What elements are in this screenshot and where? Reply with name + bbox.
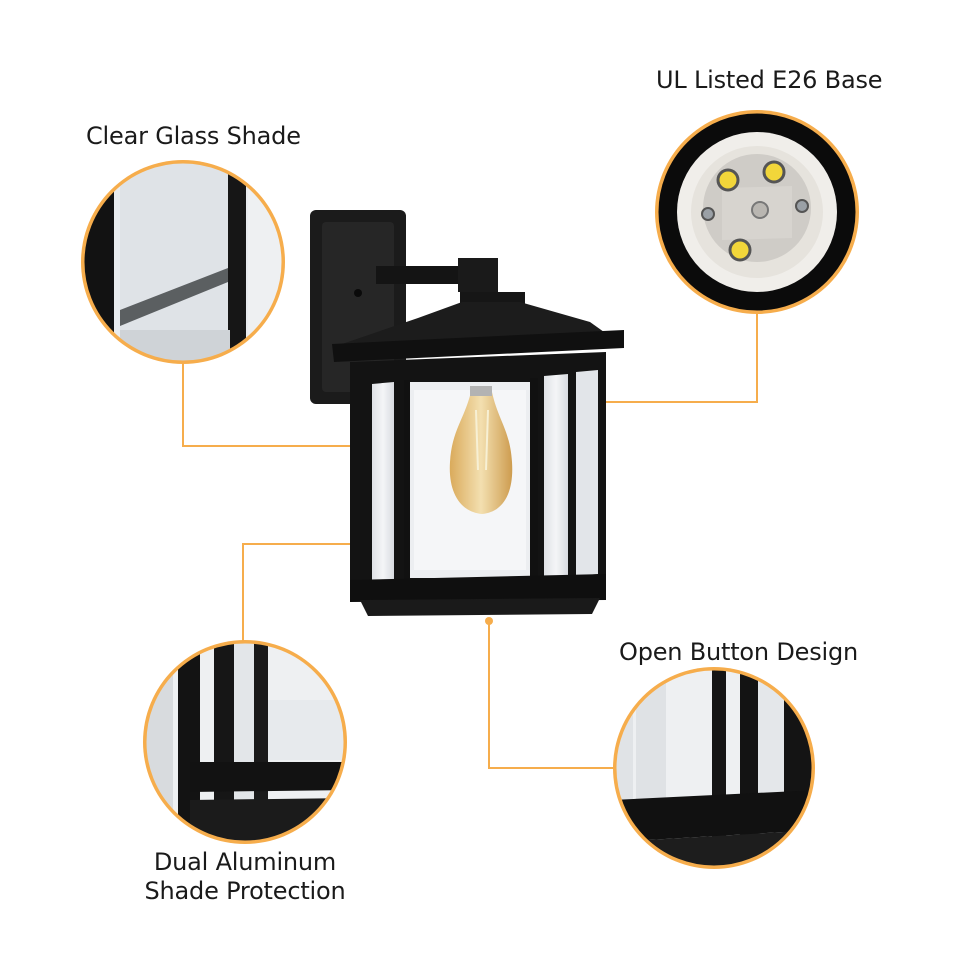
ul-listed-e26-base-label: UL Listed E26 Base (656, 66, 883, 94)
open-button-design-label: Open Button Design (619, 638, 859, 666)
wall-lantern (310, 210, 624, 616)
dual-aluminum-label-line2: Shade Protection (144, 877, 346, 905)
dual-aluminum-label-line1: Dual Aluminum (153, 848, 337, 876)
clear-glass-detail (81, 160, 285, 364)
clear-glass-shade-label: Clear Glass Shade (86, 122, 301, 150)
dual-aluminum-label: Dual Aluminum Shade Protection (140, 848, 350, 906)
e26-base-detail (655, 110, 859, 314)
glass-callout-line (182, 362, 420, 447)
open-button-detail (613, 667, 815, 869)
edison-bulb (449, 386, 513, 514)
dual-aluminum-detail (143, 640, 347, 844)
dual-callout-line (242, 543, 367, 642)
button-callout-line (488, 621, 615, 769)
